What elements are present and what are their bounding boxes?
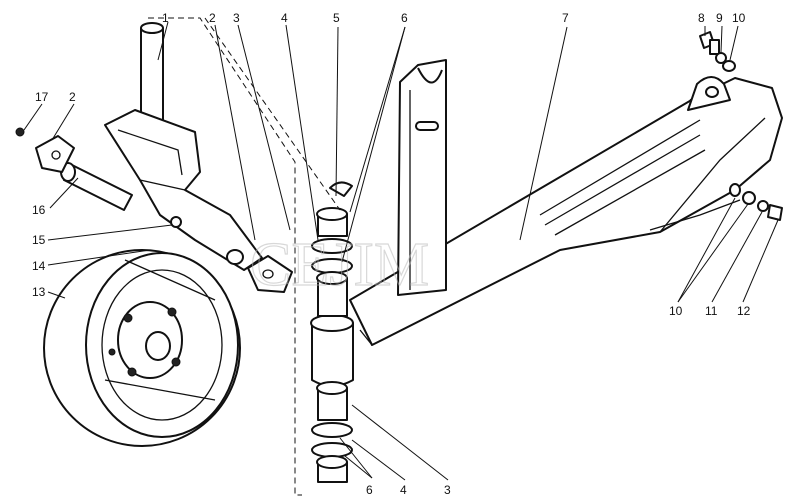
lock-plate-right (247, 255, 293, 293)
wheel-part-13 (43, 249, 241, 447)
lower-bushing-stack (311, 381, 353, 483)
callout-5: 5 (333, 11, 340, 25)
leader-lines (23, 21, 779, 481)
callout-13: 13 (32, 285, 46, 299)
wheel-fork (104, 109, 263, 271)
callout-14: 14 (32, 259, 46, 273)
callout-7: 7 (562, 11, 569, 25)
callout-6-top: 6 (401, 11, 408, 25)
assembly-axis-lines (148, 17, 341, 496)
upper-bushing-stack (311, 181, 353, 317)
callout-3-top: 3 (233, 11, 240, 25)
callout-labels: 1 2 3 4 5 6 7 8 9 10 17 2 16 15 14 13 10… (32, 11, 751, 497)
callout-2-left: 2 (69, 90, 76, 104)
lifting-eye (687, 76, 731, 111)
callout-8: 8 (698, 11, 705, 25)
watermark: CEJIM (250, 231, 429, 299)
kingpin-part-1 (140, 22, 164, 139)
callout-4-bottom: 4 (400, 483, 407, 497)
callout-4-top: 4 (281, 11, 288, 25)
callout-3-bottom: 3 (444, 483, 451, 497)
callout-12: 12 (737, 304, 751, 318)
axle-shaft-part-16 (60, 162, 133, 211)
callout-11: 11 (705, 304, 718, 318)
callout-2-top: 2 (209, 11, 216, 25)
callout-17: 17 (35, 90, 49, 104)
callout-15: 15 (32, 233, 46, 247)
bolt-part-17 (15, 127, 25, 137)
hub-sleeve (310, 314, 354, 387)
fasteners-side-right (729, 183, 783, 221)
callout-16: 16 (32, 203, 46, 217)
callout-1: 1 (162, 11, 169, 25)
fasteners-top-right (699, 31, 736, 72)
lock-plate-left (35, 135, 75, 173)
callout-10-top: 10 (732, 11, 746, 25)
callout-9: 9 (716, 11, 723, 25)
bracket-plate (397, 59, 447, 296)
callout-6-bottom: 6 (366, 483, 373, 497)
callout-10-bottom: 10 (669, 304, 683, 318)
